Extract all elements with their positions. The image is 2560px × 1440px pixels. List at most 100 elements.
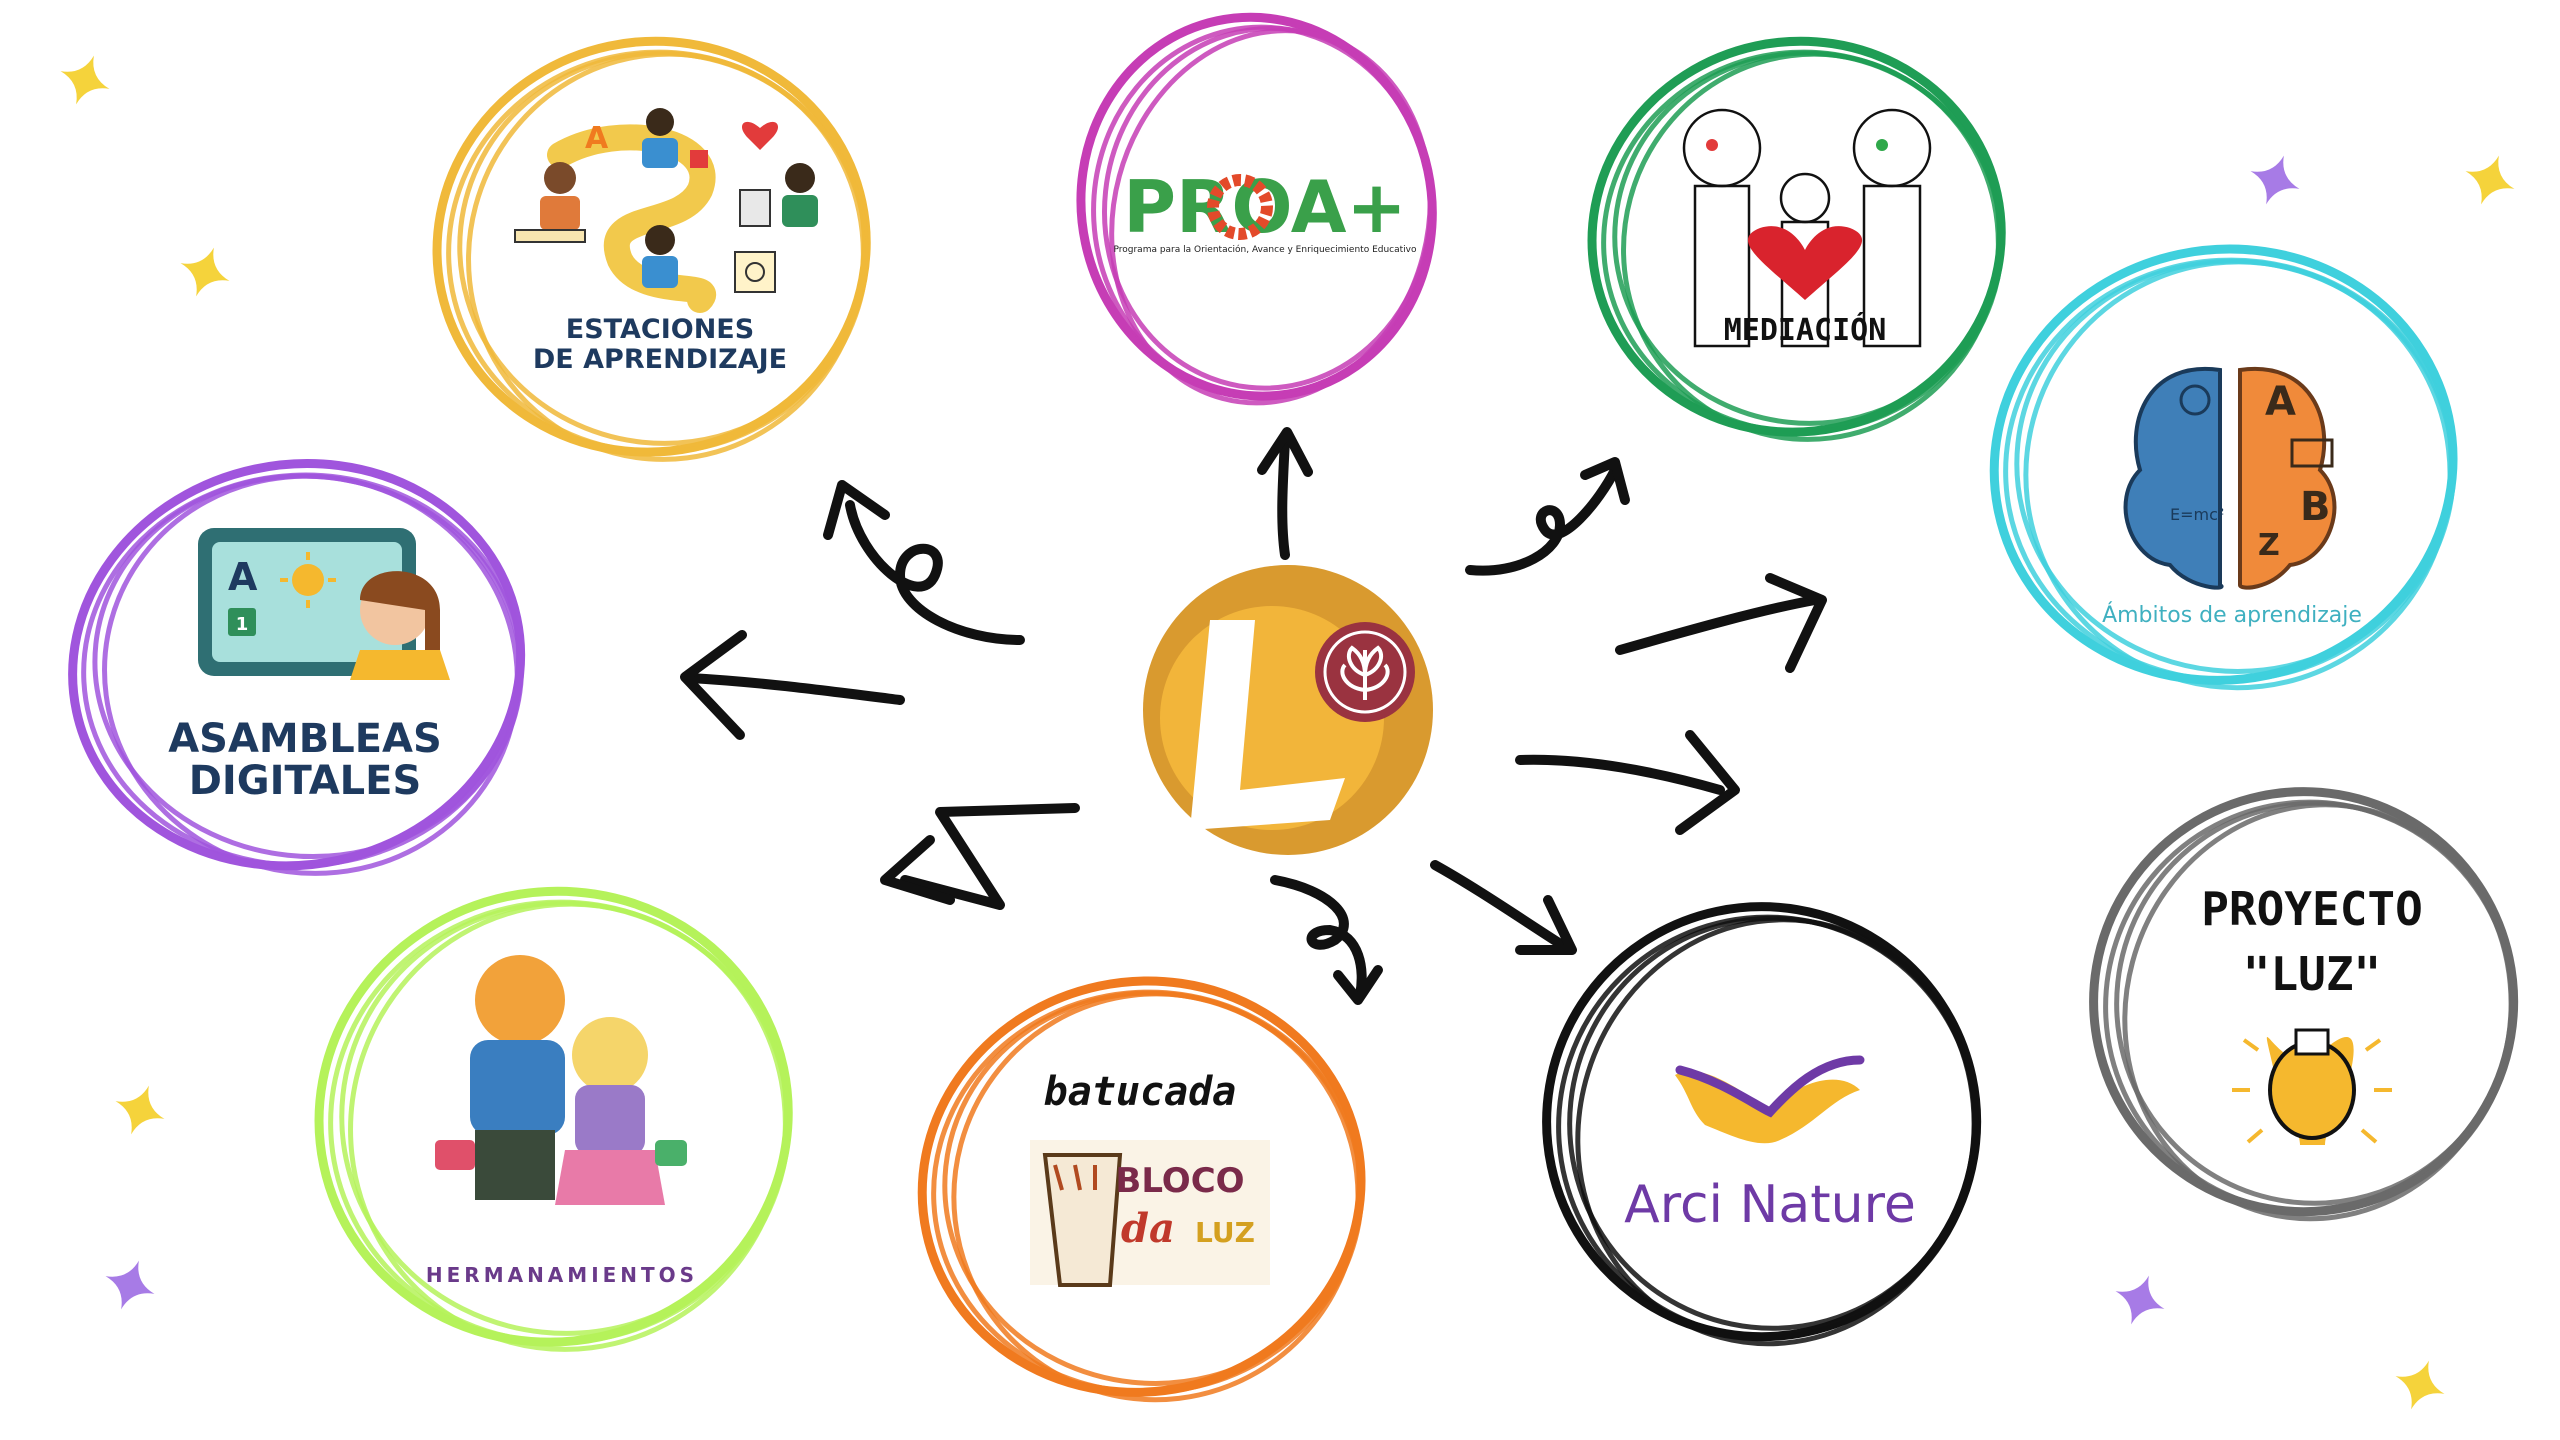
ring-stroke-estaciones	[466, 51, 866, 462]
estaciones-line2: DE APRENDIZAJE	[533, 344, 787, 375]
arrow-to-hermanamientos-head	[880, 835, 955, 905]
node-hermanamientos[interactable]: HERMANAMIENTOS	[426, 955, 698, 1287]
ring-stroke-mediacion	[1621, 51, 2001, 442]
arrow-to-hermanamientos	[900, 803, 1080, 910]
sdg-wheel-icon	[1207, 174, 1273, 240]
arrow-to-proyecto-head	[1675, 730, 1740, 835]
sparkle-star-icon	[115, 1085, 165, 1135]
arrow-to-ambitos	[1615, 595, 1820, 655]
drum-strings	[1053, 1164, 1097, 1191]
path-illustration	[547, 124, 716, 313]
center-logo[interactable]	[1143, 565, 1433, 855]
number-tile-icon	[228, 608, 256, 636]
batucada-logo-line2a: da	[1121, 1205, 1175, 1252]
arrow-to-proa	[1277, 435, 1290, 560]
drum-icon	[1042, 1153, 1123, 1287]
letter-b-icon: B	[2300, 484, 2331, 530]
face-cheek	[1876, 139, 1888, 151]
center-logo-letter-shape	[1190, 620, 1345, 830]
letter-a-icon: A	[228, 555, 258, 599]
node-batucada[interactable]: batucada BLOCO da LUZ	[1030, 1069, 1270, 1287]
heart-icon	[741, 121, 779, 150]
lunchbox-icon	[435, 1140, 475, 1170]
arrow-to-mediacion-head	[1580, 457, 1630, 505]
butterfly-outline-icon	[1675, 1055, 1865, 1118]
brain-left-icon	[2123, 366, 2224, 590]
sun-rays	[280, 552, 336, 608]
girl-backpack-icon	[575, 1085, 645, 1155]
ring-stroke-arci	[1575, 917, 1977, 1347]
rings	[68, 12, 2519, 1403]
ring-stroke-asambleas	[102, 473, 520, 876]
arrow-to-ambitos-head	[1765, 573, 1827, 673]
family-figures-icon	[1682, 108, 1932, 348]
boy-head-icon	[475, 955, 565, 1045]
ring-stroke-proa	[1109, 28, 1433, 406]
sparkle-star-icon	[2465, 155, 2515, 205]
node-mediacion[interactable]: MEDIACIÓN	[1682, 108, 1932, 348]
hermanamientos-title: HERMANAMIENTOS	[426, 1263, 698, 1287]
sparkle-star-icon	[2115, 1275, 2165, 1325]
brain-right-icon	[2238, 366, 2337, 590]
proa-subtitle: Programa para la Orientación, Avance y E…	[1113, 244, 1417, 255]
sparkle-star-icon	[180, 247, 230, 297]
arrow-to-asambleas	[685, 673, 905, 705]
sparkle-star-icon	[105, 1260, 155, 1310]
sparkle-star-icon	[2250, 155, 2300, 205]
asambleas-line1: ASAMBLEAS	[168, 716, 442, 762]
girl-shirt-icon	[350, 650, 450, 680]
node-ambitos[interactable]: E=mc² A B Z Ámbitos de aprendizaje	[2102, 366, 2362, 628]
formula-icon: E=mc²	[2170, 505, 2224, 524]
girl-hair-icon	[360, 571, 440, 660]
proyecto-line1: PROYECTO	[2201, 882, 2423, 936]
lunchbox-icon	[655, 1140, 687, 1166]
ring-stroke-batucada	[951, 991, 1361, 1403]
estaciones-line1: ESTACIONES	[566, 314, 754, 345]
arrow-to-arci	[1430, 860, 1575, 955]
girl-skirt-icon	[555, 1150, 665, 1205]
decorative-stars	[60, 55, 2515, 1410]
bulb-rays	[2232, 1038, 2392, 1144]
boy-backpack-icon	[470, 1040, 565, 1135]
center-logo-badge-ring	[1323, 630, 1407, 714]
node-arci[interactable]: Arci Nature	[1624, 1055, 1916, 1235]
arrow-to-proyecto	[1515, 754, 1725, 795]
arrow-to-asambleas-head	[680, 630, 747, 740]
ambitos-title: Ámbitos de aprendizaje	[2102, 602, 2362, 628]
face-cheek	[1706, 139, 1718, 151]
lightbulb-base-icon	[2294, 1028, 2330, 1056]
letter-a-icon: A	[585, 121, 609, 156]
node-estaciones[interactable]: A ESTACIONES DE APRENDIZAJE	[514, 108, 818, 375]
number-one-icon: 1	[236, 614, 249, 635]
arrow-to-batucada	[1270, 875, 1367, 1000]
letter-z-icon: Z	[2258, 528, 2280, 563]
boy-shorts-icon	[475, 1130, 555, 1200]
node-proyecto[interactable]: PROYECTO "LUZ"	[2201, 882, 2423, 1145]
arrow-to-arci-head	[1515, 895, 1577, 955]
lightbulb-icon	[2268, 1040, 2356, 1140]
arrow-to-estaciones-head	[823, 480, 890, 540]
tree-icon	[1340, 645, 1390, 700]
ring-stroke-ambitos	[1989, 244, 2458, 685]
book-icon	[2290, 438, 2334, 468]
node-proa[interactable]: PROA+ Programa para la Orientación, Avan…	[1113, 165, 1417, 255]
sun-icon	[292, 564, 324, 596]
arrow-to-batucada-head	[1333, 965, 1383, 1005]
node-asambleas[interactable]: A 1 ASAMBLEAS DIGITALES	[168, 528, 450, 804]
proyecto-line2: "LUZ"	[2243, 947, 2381, 1001]
ring-stroke-proyecto	[2089, 787, 2519, 1217]
batucada-logo-line1: BLOCO	[1115, 1161, 1244, 1201]
sparkle-star-icon	[60, 55, 110, 105]
asambleas-line2: DIGITALES	[189, 758, 422, 804]
arrow-to-proa-head	[1257, 427, 1313, 477]
ring-stroke-proyecto	[2122, 802, 2514, 1222]
girl-head-icon	[572, 1017, 648, 1093]
arci-title: Arci Nature	[1624, 1175, 1916, 1235]
atom-icon	[2179, 384, 2211, 416]
ring-stroke-ambitos	[2023, 259, 2453, 691]
ring-stroke-mediacion	[1587, 36, 2006, 437]
ring-stroke-hermanamientos	[348, 901, 788, 1352]
arrow-to-mediacion	[1465, 465, 1620, 576]
connector-arrows	[680, 427, 1827, 1005]
